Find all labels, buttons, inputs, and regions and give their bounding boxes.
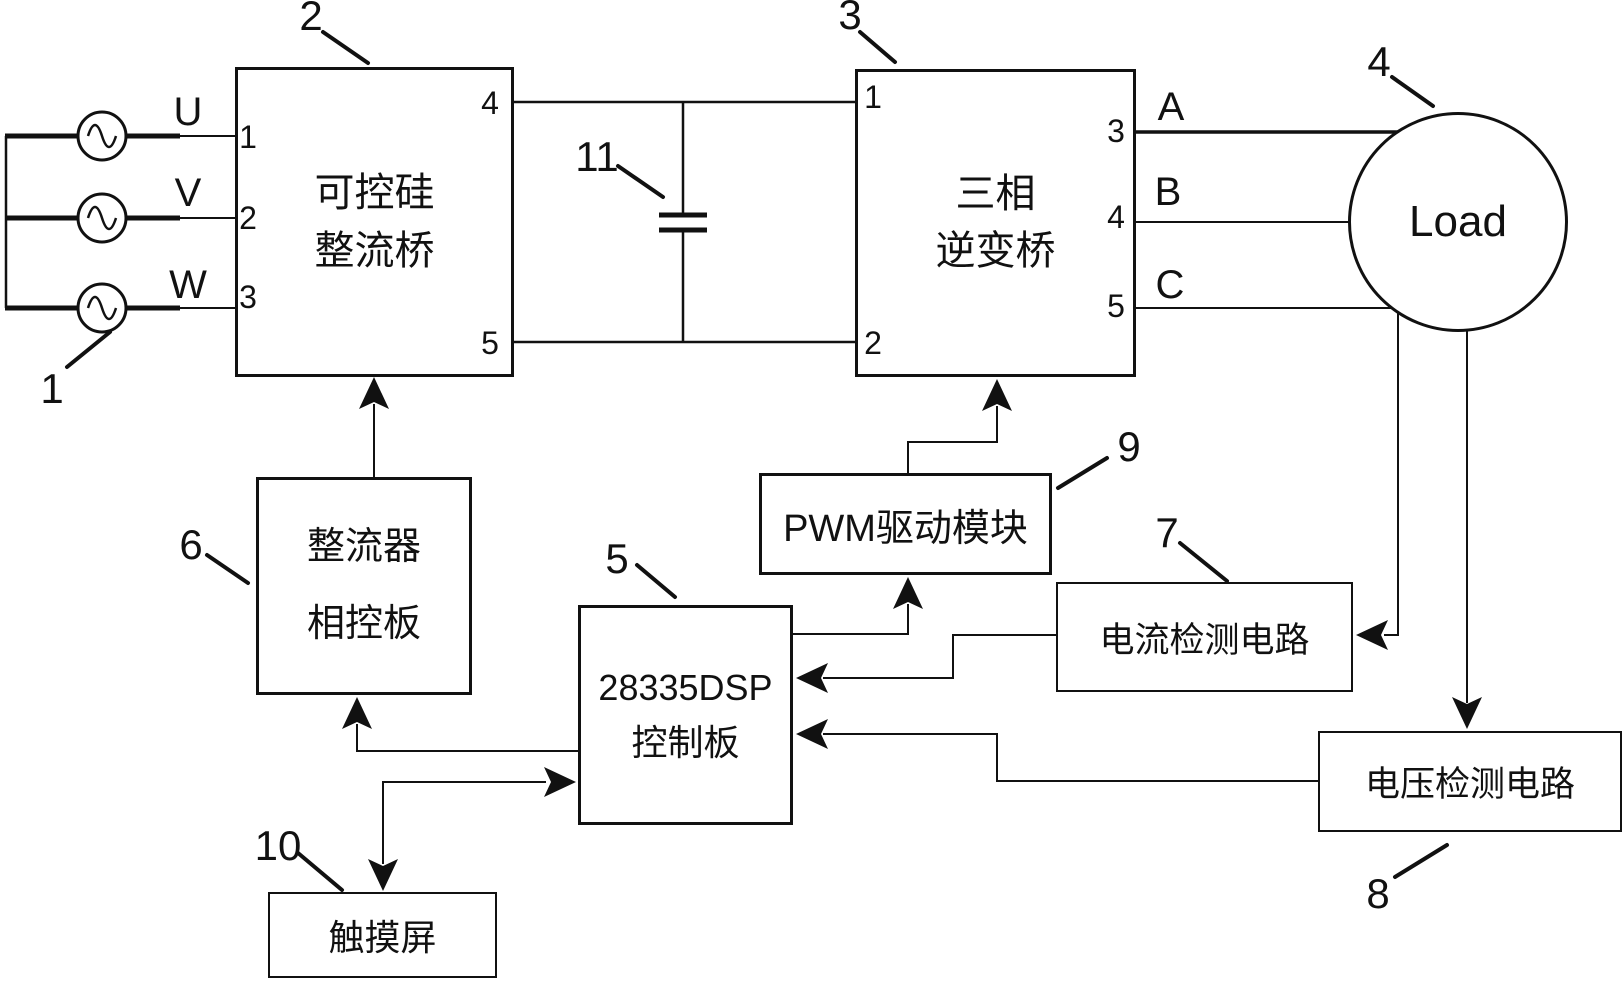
ref-label-capacitor: 11 (575, 133, 619, 180)
ref-label-voltage-detection: 8 (1366, 870, 1390, 917)
capacitor-icon (659, 102, 707, 342)
rectifier-port-5: 5 (481, 325, 499, 361)
dsp-touchscreen-link (368, 767, 576, 891)
pwm-label: PWM驱动模块 (783, 507, 1028, 550)
current-to-dsp-arrow (796, 634, 1056, 693)
voltage-to-dsp-arrow (796, 719, 1318, 782)
inverter-port-2: 2 (864, 325, 882, 361)
ref-label-load: 4 (1367, 38, 1391, 85)
dsp-to-pwm-arrow (793, 577, 923, 635)
touch-screen-block: 触摸屏 (268, 892, 497, 978)
touch-screen-label: 触摸屏 (328, 917, 437, 958)
pwm-to-inverter-arrow (907, 379, 1012, 473)
output-phase-lines (1136, 130, 1400, 309)
dsp-label-line2: 控制板 (631, 722, 740, 763)
reference-leader-lines (65, 30, 1449, 892)
dsp-control-board-block: 28335DSP 控制板 (578, 605, 793, 825)
voltage-feedback-line (1452, 330, 1482, 729)
current-feedback-line (1356, 310, 1399, 650)
input-phase-label-u: U (173, 90, 203, 134)
load-label: Load (1409, 197, 1507, 246)
ref-label-rectifier: 2 (299, 0, 323, 39)
ref-label-pwm: 9 (1117, 423, 1141, 470)
ref-label-touch-screen: 10 (254, 822, 302, 869)
current-detection-label: 电流检测电路 (1099, 620, 1310, 660)
inverter-port-4: 4 (1107, 199, 1125, 235)
inverter-label-line1: 三相 (955, 172, 1036, 216)
ac-source-v-icon (76, 192, 128, 244)
output-phase-label-c: C (1155, 263, 1185, 307)
input-phase-label-v: V (174, 171, 202, 215)
phase-board-to-rectifier-arrow (359, 377, 389, 477)
inverter-port-1: 1 (864, 79, 882, 115)
rectifier-phase-control-board-block: 整流器 相控板 (256, 477, 472, 695)
ref-label-ac-source: 1 (40, 365, 64, 412)
rectifier-port-1: 1 (239, 119, 257, 155)
ref-label-phase-board: 6 (179, 521, 203, 568)
inverter-port-5: 5 (1107, 288, 1125, 324)
phase-board-label-line2: 相控板 (306, 603, 421, 645)
rectifier-port-2: 2 (239, 200, 257, 236)
dc-link-bus (514, 100, 855, 344)
ac-source-w-icon (76, 282, 128, 334)
ref-label-inverter: 3 (838, 0, 862, 38)
phase-board-label-line1: 整流器 (306, 526, 421, 568)
output-phase-label-a: A (1157, 85, 1185, 129)
ref-label-current-detection: 7 (1155, 509, 1179, 556)
pwm-drive-module-block: PWM驱动模块 (759, 473, 1052, 575)
load-block: Load (1348, 112, 1568, 332)
inverter-label-line2: 逆变桥 (935, 229, 1056, 273)
thyristor-rectifier-bridge-block: 可控硅 整流桥 (235, 67, 514, 377)
current-detection-circuit-block: 电流检测电路 (1056, 582, 1353, 692)
three-phase-inverter-bridge-block: 三相 逆变桥 (855, 69, 1136, 377)
rectifier-port-3: 3 (239, 279, 257, 315)
input-phase-label-w: W (169, 263, 207, 307)
inverter-port-3: 3 (1107, 113, 1125, 149)
rectifier-label-line1: 可控硅 (314, 171, 435, 215)
dsp-to-phase-board-arrow (342, 697, 578, 752)
voltage-detection-label: 电压检测电路 (1364, 765, 1575, 804)
ac-source-u-icon (76, 110, 128, 162)
ref-label-dsp: 5 (605, 535, 629, 582)
rectifier-label-line2: 整流桥 (314, 229, 435, 273)
output-phase-label-b: B (1154, 170, 1182, 214)
voltage-detection-circuit-block: 电压检测电路 (1318, 731, 1622, 832)
rectifier-port-4: 4 (481, 85, 499, 121)
dsp-label-line1: 28335DSP (598, 667, 773, 708)
